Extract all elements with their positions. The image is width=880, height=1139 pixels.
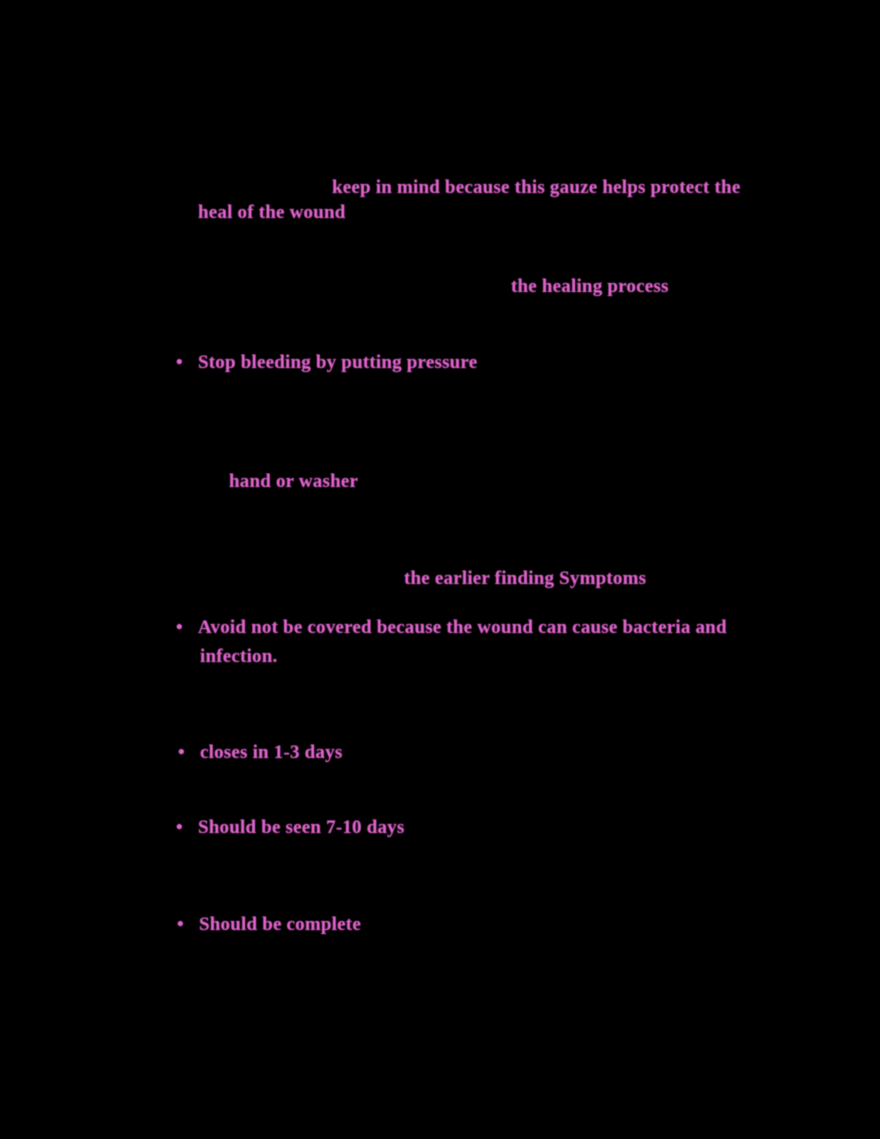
list-item: • closes in 1-3 days	[178, 742, 342, 764]
bullet-marker-icon: •	[176, 352, 183, 373]
list-item-label: Avoid not be covered because the wound c…	[198, 617, 727, 638]
bullet-marker-icon: •	[176, 617, 183, 638]
bullet-marker-icon: •	[176, 817, 183, 838]
list-item-label: closes in 1-3 days	[200, 742, 343, 763]
page-title-line-2: heal of the wound	[198, 202, 346, 223]
bullet-marker-icon: •	[177, 914, 184, 935]
list-item-label: Should be seen 7-10 days	[198, 817, 405, 838]
section-heading-symptoms: the earlier finding Symptoms	[404, 568, 647, 589]
list-item: • Avoid not be covered because the wound …	[176, 617, 727, 639]
list-item-label: Should be complete	[199, 914, 361, 935]
section-heading-healing-process: the healing process	[511, 276, 669, 297]
list-item: • Stop bleeding by putting pressure	[176, 352, 477, 374]
page-title-line-1: keep in mind because this gauze helps pr…	[332, 177, 741, 198]
sub-note-hand-or-washer: hand or washer	[229, 471, 359, 492]
bullet-marker-icon: •	[178, 742, 185, 763]
list-item-label: Stop bleeding by putting pressure	[198, 352, 478, 373]
list-item-continuation: infection.	[200, 646, 278, 667]
list-item: • Should be complete	[177, 914, 361, 936]
list-item: • Should be seen 7-10 days	[176, 817, 404, 839]
